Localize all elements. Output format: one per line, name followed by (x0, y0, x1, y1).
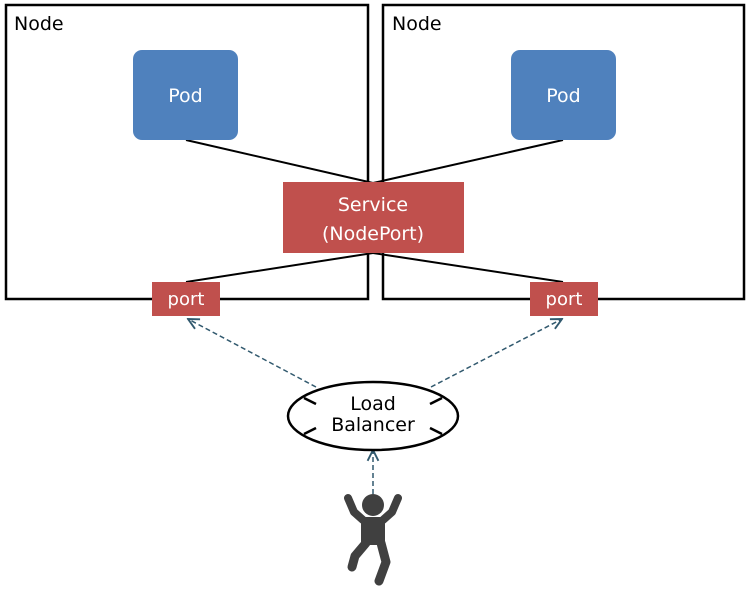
service-label-line1: Service (338, 194, 408, 216)
connection-lines (185, 139, 564, 283)
service-box (283, 182, 464, 253)
load-balancer-ticks (303, 396, 443, 436)
service-to-port-right-line (372, 252, 564, 283)
node-box-left (4, 3, 370, 301)
port-label-left: port (168, 289, 205, 310)
pod-right-to-service-line (372, 139, 564, 184)
pod-right (511, 50, 616, 140)
pod-label-right: Pod (546, 85, 580, 107)
pod-left (133, 50, 238, 140)
pod-label-left: Pod (168, 85, 202, 107)
pod-left-to-service-line (185, 139, 374, 184)
traffic-arrows (188, 319, 562, 494)
port-right (530, 282, 598, 316)
lb-to-port-right-arrow (430, 319, 562, 388)
service-to-port-left-line (185, 252, 374, 283)
port-label-right: port (546, 289, 583, 310)
lb-to-port-left-arrow (188, 319, 317, 388)
port-left (152, 282, 220, 316)
person-icon (344, 494, 402, 586)
load-balancer (286, 380, 460, 452)
node-label-left: Node (14, 13, 64, 35)
node-label-right: Node (392, 13, 442, 35)
load-balancer-label-line2: Balancer (331, 414, 415, 436)
load-balancer-label-line1: Load (350, 393, 396, 415)
node-box-right (381, 3, 746, 301)
service-label-line2: (NodePort) (322, 223, 424, 245)
